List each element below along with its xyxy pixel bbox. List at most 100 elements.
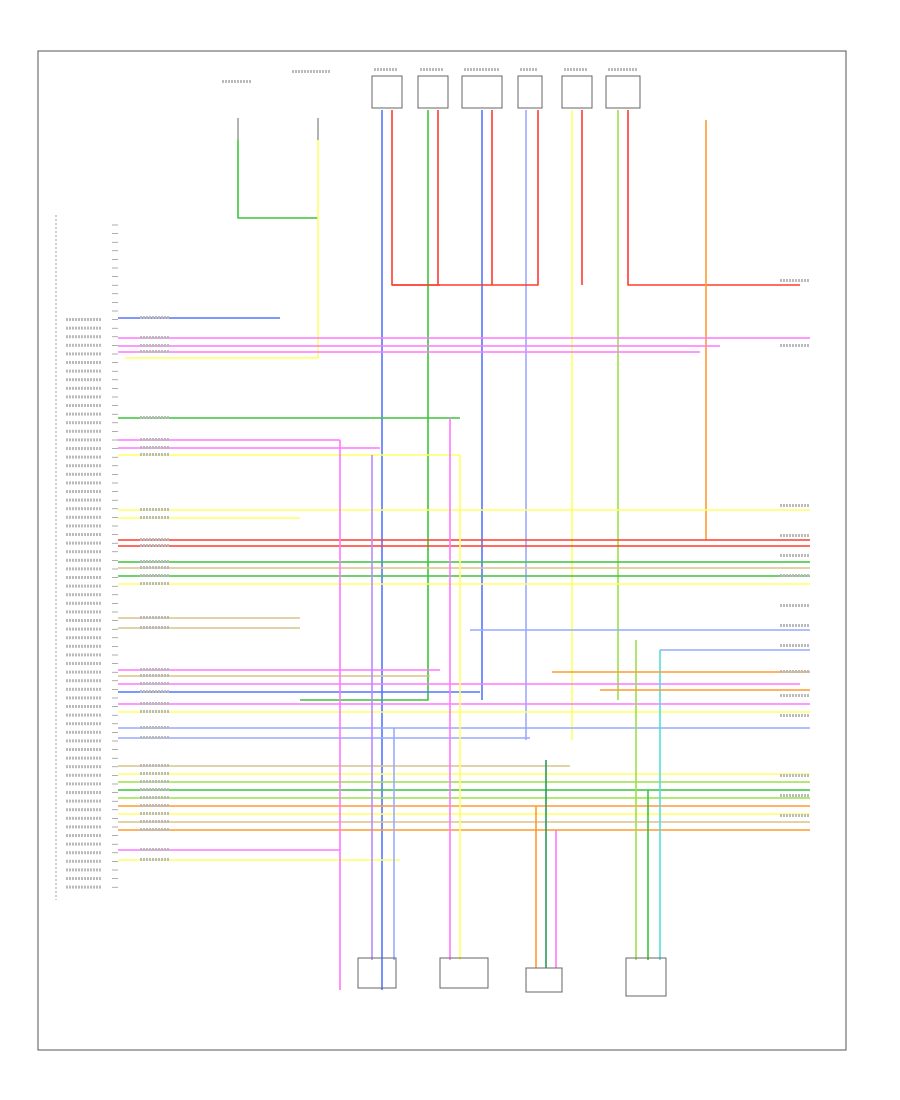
unreadable-label xyxy=(66,558,101,562)
diagram-frame xyxy=(37,50,847,1051)
unreadable-label xyxy=(66,782,101,786)
unreadable-label xyxy=(140,574,169,577)
connector-box xyxy=(417,75,449,109)
unreadable-label xyxy=(140,788,169,791)
unreadable-label xyxy=(66,773,101,777)
unreadable-label xyxy=(66,369,101,373)
sensor-box xyxy=(625,957,667,997)
unreadable-label xyxy=(780,794,809,797)
connector-box xyxy=(371,75,403,109)
unreadable-label xyxy=(780,279,809,282)
unreadable-label xyxy=(140,566,169,569)
unreadable-label xyxy=(66,851,101,855)
unreadable-label xyxy=(66,877,101,880)
unreadable-label xyxy=(140,560,169,563)
unreadable-label xyxy=(140,804,169,807)
unreadable-label xyxy=(66,481,101,485)
unreadable-label xyxy=(140,582,169,585)
unreadable-label xyxy=(66,842,101,846)
label-layer xyxy=(66,68,809,889)
unreadable-label xyxy=(66,352,101,356)
unreadable-label xyxy=(374,68,397,71)
unreadable-label xyxy=(66,610,101,614)
unreadable-label xyxy=(140,350,169,353)
unreadable-label xyxy=(140,812,169,815)
unreadable-label xyxy=(140,710,169,713)
unreadable-label xyxy=(66,679,101,683)
unreadable-label xyxy=(66,524,101,528)
connector-box xyxy=(517,75,543,109)
unreadable-label xyxy=(66,326,101,330)
unreadable-label xyxy=(140,626,169,629)
unreadable-label xyxy=(66,834,101,837)
unreadable-label xyxy=(780,344,809,347)
unreadable-label xyxy=(780,814,809,817)
unreadable-label xyxy=(66,455,101,459)
unreadable-label xyxy=(66,713,101,717)
unreadable-label xyxy=(66,653,101,657)
unreadable-label xyxy=(780,774,809,777)
unreadable-label xyxy=(66,722,101,726)
unreadable-label xyxy=(140,858,169,861)
sensor-box xyxy=(357,957,397,989)
unreadable-label xyxy=(140,796,169,799)
unreadable-label xyxy=(140,668,169,671)
unreadable-label xyxy=(140,726,169,729)
unreadable-label xyxy=(66,429,101,433)
unreadable-label xyxy=(140,416,169,419)
unreadable-label xyxy=(66,748,101,751)
unreadable-label xyxy=(140,828,169,831)
sensor-box xyxy=(525,967,563,993)
unreadable-label xyxy=(66,791,101,794)
unreadable-label xyxy=(66,343,101,347)
wire-green xyxy=(300,110,429,701)
unreadable-label xyxy=(608,68,637,71)
wire-green xyxy=(237,140,318,219)
unreadable-label xyxy=(66,885,101,889)
unreadable-label xyxy=(140,772,169,775)
unreadable-label xyxy=(140,848,169,851)
unreadable-label xyxy=(66,447,101,450)
unreadable-label xyxy=(780,604,809,607)
connector-box xyxy=(605,75,641,109)
unreadable-label xyxy=(66,644,101,648)
unreadable-label xyxy=(780,574,809,577)
unreadable-label xyxy=(140,736,169,739)
unreadable-label xyxy=(780,670,809,673)
unreadable-label xyxy=(564,68,587,71)
unreadable-label xyxy=(66,335,101,339)
unreadable-label xyxy=(66,868,101,872)
unreadable-label xyxy=(66,318,101,321)
unreadable-label xyxy=(66,808,101,812)
unreadable-label xyxy=(66,361,101,364)
unreadable-label xyxy=(140,538,169,541)
unreadable-label xyxy=(66,799,101,803)
unreadable-label xyxy=(66,705,101,708)
unreadable-label xyxy=(66,584,101,588)
unreadable-label xyxy=(140,453,169,456)
unreadable-label xyxy=(140,438,169,441)
unreadable-label xyxy=(140,682,169,685)
unreadable-label xyxy=(140,316,169,319)
unreadable-label xyxy=(66,687,101,691)
unreadable-label xyxy=(66,619,101,622)
unreadable-label xyxy=(780,504,809,507)
unreadable-label xyxy=(780,714,809,717)
unreadable-label xyxy=(66,395,101,399)
unreadable-label xyxy=(420,68,443,71)
component-layer xyxy=(55,75,667,997)
unreadable-label xyxy=(66,739,101,743)
unreadable-label xyxy=(66,421,101,425)
sensor-box xyxy=(439,957,489,989)
unreadable-label xyxy=(66,825,101,829)
unreadable-label xyxy=(140,690,169,693)
wire-yellow xyxy=(125,140,319,359)
unreadable-label xyxy=(66,816,101,820)
unreadable-label xyxy=(780,554,809,557)
unreadable-label xyxy=(140,516,169,519)
unreadable-label xyxy=(66,756,101,760)
unreadable-label xyxy=(140,616,169,619)
unreadable-label xyxy=(464,68,499,71)
unreadable-label xyxy=(140,780,169,783)
